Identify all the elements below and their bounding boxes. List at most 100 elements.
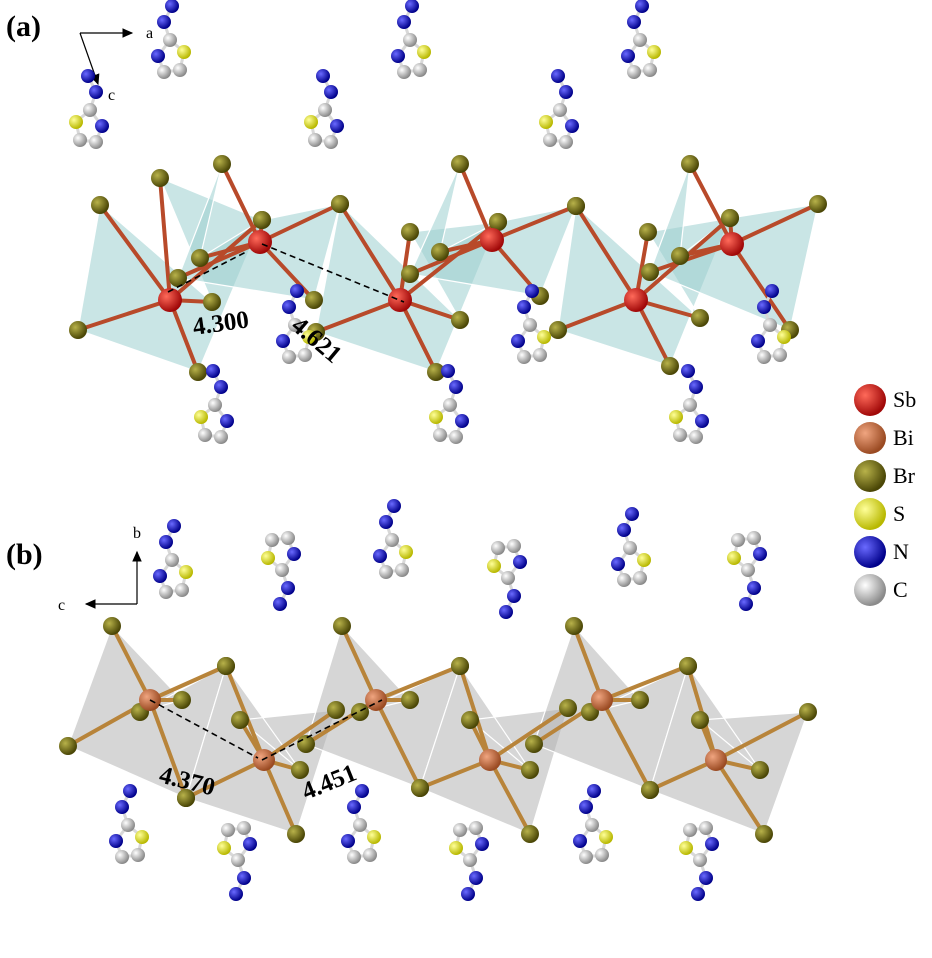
axis-indicator-a: a c — [79, 25, 153, 104]
n-atom — [507, 589, 521, 603]
c-atom — [175, 583, 189, 597]
c-atom — [683, 398, 697, 412]
br-atom — [451, 657, 469, 675]
n-atom — [206, 364, 220, 378]
metal-halide-bond — [314, 298, 402, 334]
br-atom — [203, 293, 221, 311]
s-atom — [727, 551, 741, 565]
br-atom — [411, 779, 429, 797]
s-atom — [637, 553, 651, 567]
s-atom — [261, 551, 275, 565]
c-atom — [385, 533, 399, 547]
n-atom — [379, 515, 393, 529]
c-atom — [163, 33, 177, 47]
n-atom — [449, 380, 463, 394]
c-atom — [275, 563, 289, 577]
br-atom — [641, 781, 659, 799]
n-atom — [511, 334, 525, 348]
n-atom — [276, 334, 290, 348]
n-atom — [691, 887, 705, 901]
c-atom — [281, 531, 295, 545]
br-atom — [631, 691, 649, 709]
metal-halide-bond — [730, 242, 792, 332]
s-atom — [669, 410, 683, 424]
n-atom — [627, 15, 641, 29]
c-atom — [403, 33, 417, 47]
n-atom — [699, 871, 713, 885]
n-atom — [347, 800, 361, 814]
metal-halide-bond — [458, 162, 494, 242]
metal-halide-bond — [374, 664, 462, 702]
metal-halide-bond — [418, 758, 492, 790]
c-atom — [449, 430, 463, 444]
n-atom — [695, 414, 709, 428]
n-atom — [621, 49, 635, 63]
n-atom — [765, 284, 779, 298]
br-atom — [151, 169, 169, 187]
br-atom — [521, 761, 539, 779]
n-atom — [214, 380, 228, 394]
legend-c-label: C — [893, 577, 908, 602]
n-atom — [753, 547, 767, 561]
n-atom — [316, 69, 330, 83]
c-atom — [747, 531, 761, 545]
br-atom — [489, 213, 507, 231]
sb-atom — [158, 288, 182, 312]
c-atom — [83, 103, 97, 117]
c-atom — [463, 853, 477, 867]
br-atom — [691, 711, 709, 729]
metal-halide-bond — [184, 758, 266, 800]
legend-s-swatch — [854, 498, 886, 530]
s-atom — [647, 45, 661, 59]
s-atom — [777, 330, 791, 344]
c-atom — [595, 848, 609, 862]
c-atom — [773, 348, 787, 362]
c-atom — [553, 103, 567, 117]
metal-halide-bond — [340, 624, 378, 702]
sb-atom — [388, 288, 412, 312]
c-atom — [379, 565, 393, 579]
c-atom — [533, 348, 547, 362]
c-atom — [559, 135, 573, 149]
metal-halide-bond — [714, 758, 766, 836]
n-atom — [441, 364, 455, 378]
br-atom — [103, 617, 121, 635]
c-atom — [683, 823, 697, 837]
n-atom — [165, 0, 179, 13]
n-atom — [237, 871, 251, 885]
n-atom — [579, 800, 593, 814]
n-atom — [123, 784, 137, 798]
br-atom — [521, 825, 539, 843]
c-atom — [265, 533, 279, 547]
metal-halide-bond — [158, 176, 172, 302]
br-atom — [681, 155, 699, 173]
c-atom — [157, 65, 171, 79]
n-atom — [551, 69, 565, 83]
br-atom — [431, 243, 449, 261]
n-atom — [689, 380, 703, 394]
n-atom — [681, 364, 695, 378]
n-atom — [611, 557, 625, 571]
s-atom — [599, 830, 613, 844]
c-atom — [741, 563, 755, 577]
c-atom — [121, 818, 135, 832]
br-atom — [173, 691, 191, 709]
br-atom — [331, 195, 349, 213]
br-atom — [217, 657, 235, 675]
c-atom — [433, 428, 447, 442]
c-atom — [353, 818, 367, 832]
metal-halide-bond — [574, 204, 638, 302]
metal-halide-bond — [600, 664, 690, 702]
n-atom — [461, 887, 475, 901]
n-atom — [89, 85, 103, 99]
atoms-layer — [59, 0, 827, 901]
n-atom — [475, 837, 489, 851]
c-atom — [501, 571, 515, 585]
c-atom — [363, 848, 377, 862]
s-atom — [69, 115, 83, 129]
c-atom — [693, 853, 707, 867]
metal-halide-bond — [572, 624, 604, 702]
legend-c-swatch — [854, 574, 886, 606]
